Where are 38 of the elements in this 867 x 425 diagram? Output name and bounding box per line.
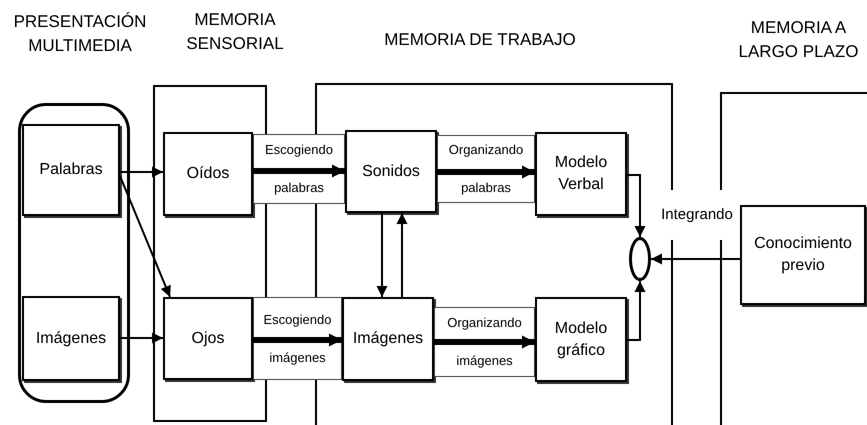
edge-label: Escogiendo palabras bbox=[264, 141, 334, 197]
process-box bbox=[342, 297, 434, 381]
node-label: Sonidos bbox=[362, 162, 420, 182]
node-label: Conocimiento previo bbox=[753, 234, 853, 276]
node-label: Ojos bbox=[192, 328, 224, 348]
arrow bbox=[396, 213, 408, 297]
column-heading: MEMORIA SENSORIAL bbox=[185, 9, 285, 55]
arrow bbox=[627, 281, 646, 341]
arrow bbox=[253, 164, 345, 178]
arrow bbox=[120, 166, 163, 178]
column-heading: MEMORIA A LARGO PLAZO bbox=[738, 17, 860, 63]
edge-label: Organizando palabras bbox=[448, 141, 524, 197]
process-box bbox=[535, 132, 627, 216]
arrow bbox=[253, 334, 342, 346]
column-heading: PRESENTACIÓN MULTIMEDIA bbox=[12, 11, 148, 57]
node-label: Imágenes bbox=[36, 328, 106, 348]
process-box bbox=[22, 124, 120, 216]
edge-label: Escogiendo imágenes bbox=[262, 310, 332, 367]
node-label: Oídos bbox=[186, 164, 230, 184]
edge-label: Organizando imágenes bbox=[446, 314, 523, 370]
node-label: Modelo gráfico bbox=[554, 318, 608, 360]
process-box bbox=[535, 297, 627, 382]
column-heading: MEMORIA DE TRABAJO bbox=[383, 29, 577, 51]
process-box bbox=[345, 130, 437, 213]
arrow bbox=[627, 174, 646, 237]
arrow bbox=[437, 166, 535, 178]
process-box bbox=[740, 205, 866, 305]
arrow bbox=[434, 336, 535, 348]
node-label: Imágenes bbox=[352, 329, 424, 349]
process-box bbox=[22, 296, 120, 381]
process-box bbox=[163, 132, 253, 216]
arrow bbox=[651, 254, 740, 264]
arrow bbox=[120, 332, 163, 344]
process-box bbox=[163, 297, 253, 380]
node-label: Palabras bbox=[39, 160, 103, 180]
arrow bbox=[376, 213, 388, 297]
arrow bbox=[119, 176, 171, 298]
node-label: Modelo Verbal bbox=[554, 153, 608, 195]
